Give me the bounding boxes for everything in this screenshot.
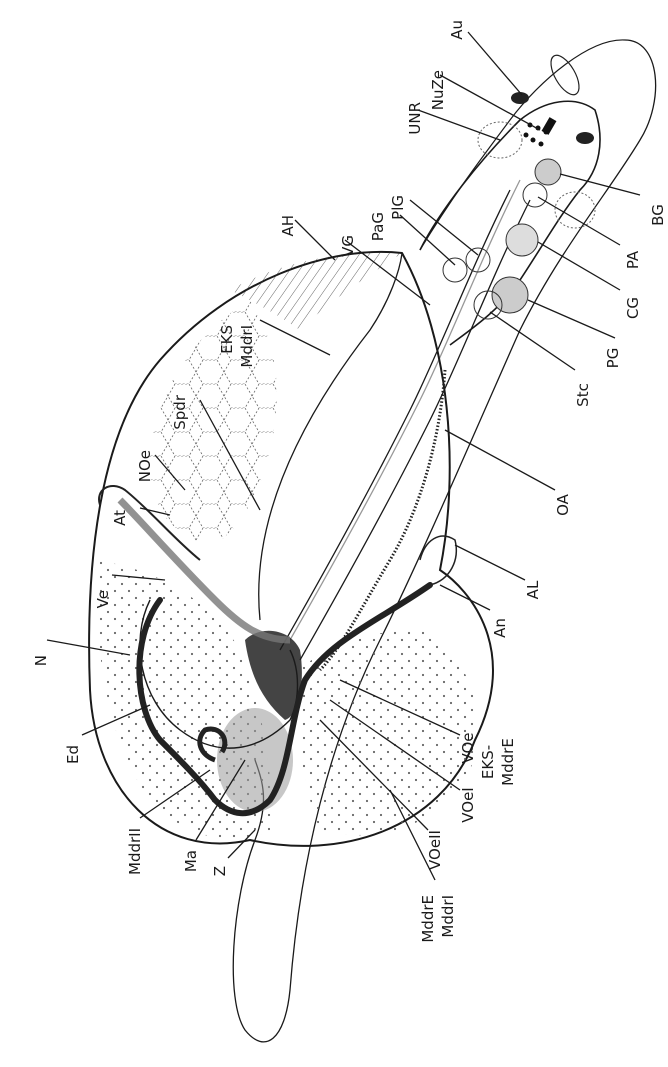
label-ah: AH <box>279 215 335 260</box>
label-au: Au <box>448 20 522 95</box>
label-unr: UNR <box>406 102 500 140</box>
svg-text:CG: CG <box>624 297 642 319</box>
svg-text:PG: PG <box>604 348 622 369</box>
svg-text:Spdr: Spdr <box>171 394 189 430</box>
svg-text:BG: BG <box>649 204 667 226</box>
svg-text:Stc: Stc <box>574 383 592 407</box>
svg-text:MddrE: MddrE <box>419 895 437 943</box>
label-pa: PA <box>538 197 642 269</box>
label-eks-mddre: EKS- MddrE <box>479 738 517 786</box>
svg-text:Z: Z <box>211 866 229 876</box>
svg-text:At: At <box>111 510 129 526</box>
svg-text:AL: AL <box>524 580 542 599</box>
svg-text:N: N <box>32 655 50 666</box>
ganglion-pa <box>523 183 547 207</box>
svg-text:VOeII: VOeII <box>426 830 444 870</box>
oa-ridge <box>320 370 445 670</box>
svg-text:EKS-: EKS- <box>479 745 497 779</box>
label-bg: BG <box>560 174 667 226</box>
svg-text:Au: Au <box>448 20 466 40</box>
svg-text:MddrII: MddrII <box>126 828 144 875</box>
svg-text:VOe: VOe <box>459 732 477 763</box>
ganglion-cg <box>506 224 538 256</box>
label-pg: PG <box>528 300 622 368</box>
svg-text:PA: PA <box>624 250 642 269</box>
svg-text:VOeI: VOeI <box>459 787 477 822</box>
svg-text:NuZe: NuZe <box>429 70 447 110</box>
svg-text:PlG: PlG <box>389 195 407 220</box>
neck-outline <box>420 40 625 250</box>
ganglion-bg <box>535 159 561 185</box>
svg-text:MddrI: MddrI <box>439 895 457 938</box>
eye-lower <box>576 132 594 144</box>
ganglion-pag <box>443 258 467 282</box>
label-an: An <box>440 585 509 638</box>
svg-text:EKS: EKS <box>218 325 236 354</box>
svg-text:Ed: Ed <box>64 745 82 764</box>
svg-text:Ve: Ve <box>94 590 112 608</box>
svg-text:VG: VG <box>339 235 357 257</box>
svg-text:MddrI: MddrI <box>238 325 256 368</box>
label-oa: OA <box>445 430 572 516</box>
svg-text:AH: AH <box>279 215 297 237</box>
svg-text:MddrE: MddrE <box>499 738 517 786</box>
gut-tube-2 <box>280 190 510 650</box>
eye-upper <box>511 92 529 104</box>
label-al: AL <box>455 545 542 599</box>
label-stc: Stc <box>490 312 592 407</box>
dotted-region-right <box>298 630 477 835</box>
svg-text:OA: OA <box>554 493 572 516</box>
svg-text:An: An <box>491 618 509 638</box>
svg-text:PaG: PaG <box>369 212 387 241</box>
svg-text:UNR: UNR <box>406 102 424 135</box>
svg-text:NOe: NOe <box>136 450 154 482</box>
svg-text:Ma: Ma <box>182 850 200 872</box>
organ-ma <box>217 708 293 812</box>
ganglion-plg <box>466 248 490 272</box>
mesh-region <box>149 300 276 545</box>
